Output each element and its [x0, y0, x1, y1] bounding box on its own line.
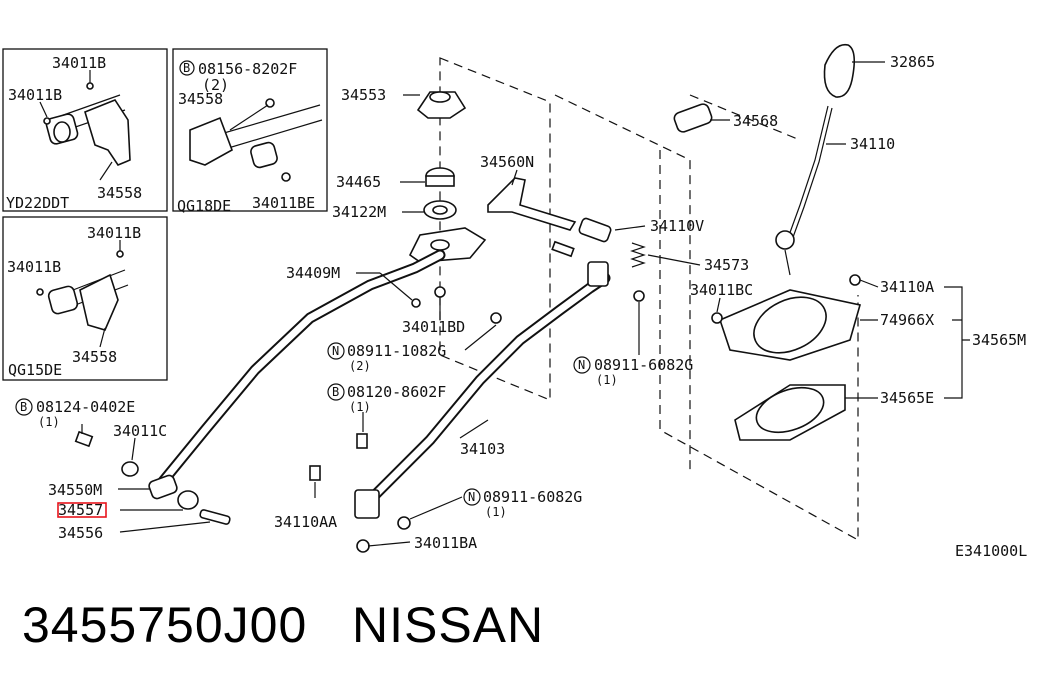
label-34110v: 34110V [650, 217, 704, 235]
label-34553: 34553 [341, 86, 386, 104]
n-prefix-2: N [578, 358, 585, 372]
inset3-label-3: 34558 [72, 348, 117, 366]
inset2-label-2: 34558 [178, 90, 223, 108]
b-prefix-1: B [332, 385, 339, 399]
label-34011c: 34011C [113, 422, 167, 440]
diagram-code: E341000L [955, 542, 1027, 560]
inset3-label-1: 34011B [87, 224, 141, 242]
label-08911-6082g-b: 08911-6082G [483, 488, 582, 506]
label-34409m: 34409M [286, 264, 340, 282]
callout-labels: 32865 34553 34568 34110 34560N 34465 341… [15, 53, 1027, 560]
inset2-label-qty: (2) [202, 76, 229, 94]
label-34103: 34103 [460, 440, 505, 458]
label-34011bc: 34011BC [690, 281, 753, 299]
hardware [74, 103, 713, 553]
inset-qg15de: 34011B 34011B 34558 QG15DE [2, 216, 168, 381]
inset2-model: QG18DE [177, 197, 231, 215]
label-32865: 32865 [890, 53, 935, 71]
label-34110aa: 34110AA [274, 513, 337, 531]
label-34011ba: 34011BA [414, 534, 477, 552]
inset3-model: QG15DE [8, 361, 62, 379]
bracket-34565m [944, 286, 970, 399]
leader-lines [81, 61, 885, 547]
inset-qg18de: B 08156-8202F (2) 34558 34011BE QG18DE [172, 48, 328, 215]
label-34560n: 34560N [480, 153, 534, 171]
label-34556: 34556 [58, 524, 103, 542]
label-34122m: 34122M [332, 203, 386, 221]
label-08124-0402e: 08124-0402E [36, 398, 135, 416]
label-34550m: 34550M [48, 481, 102, 499]
label-34557: 34557 [58, 501, 103, 519]
shift-lever [711, 43, 862, 441]
label-34110a: 34110A [880, 278, 934, 296]
label-34565m: 34565M [972, 331, 1026, 349]
label-08120-8602f: 08120-8602F [347, 383, 446, 401]
qty-08120-8602f: (1) [349, 400, 371, 414]
highlight-box [57, 502, 107, 518]
qty-08124-0402e: (1) [38, 415, 60, 429]
label-08911-1082g: 08911-1082G [347, 342, 446, 360]
inset1-label-1: 34011B [52, 54, 106, 72]
inset-yd22ddt: 34011B 34011B 34558 YD22DDT [2, 48, 168, 212]
bracket-34560n [487, 177, 577, 231]
inset1-label-3: 34558 [97, 184, 142, 202]
b-prefix-2: B [20, 400, 27, 414]
inset2-label-3: 34011BE [252, 194, 315, 212]
part-number: 3455750J00 [22, 597, 308, 653]
n-prefix-3: N [468, 490, 475, 504]
label-34110: 34110 [850, 135, 895, 153]
inset3-label-2: 34011B [7, 258, 61, 276]
label-08911-6082g-a: 08911-6082G [594, 356, 693, 374]
part-caption: 3455750J00 NISSAN [22, 596, 544, 654]
label-34573: 34573 [704, 256, 749, 274]
label-34565e: 34565E [880, 389, 934, 407]
shift-rods [154, 249, 611, 506]
parts-diagram: 34011B 34011B 34558 YD22DDT B 08156-8202… [2, 43, 1027, 560]
inset2-b-prefix: B [183, 61, 190, 75]
label-74966x: 74966X [880, 311, 934, 329]
inset1-label-2: 34011B [8, 86, 62, 104]
label-34011bd: 34011BD [402, 318, 465, 336]
label-34568: 34568 [733, 112, 778, 130]
qty-08911-1082g: (2) [349, 359, 371, 373]
label-34465: 34465 [336, 173, 381, 191]
n-prefix-1: N [332, 344, 339, 358]
qty-08911-6082g-b: (1) [485, 505, 507, 519]
qty-08911-6082g-a: (1) [596, 373, 618, 387]
inset2-label-1: 08156-8202F [198, 60, 297, 78]
upper-parts [408, 91, 487, 263]
brand-name: NISSAN [351, 597, 545, 653]
inset1-model: YD22DDT [6, 194, 69, 212]
